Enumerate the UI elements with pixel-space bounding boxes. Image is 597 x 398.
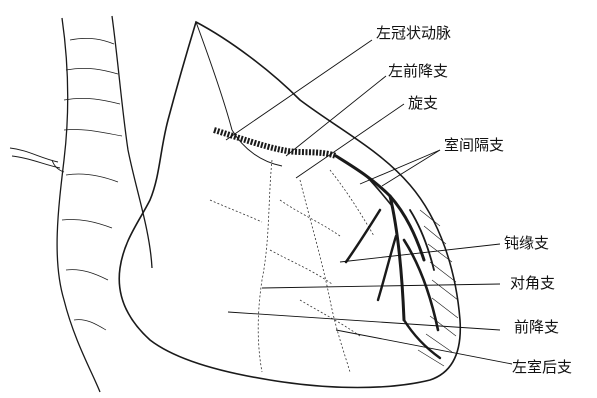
label-left-ventricular-posterior-branch: 左室后支 (512, 358, 572, 376)
label-left-coronary-artery: 左冠状动脉 (376, 24, 451, 42)
left-coronary-artery (214, 130, 336, 156)
aorta (57, 16, 152, 392)
label-septal-branch: 室间隔支 (444, 136, 504, 154)
nerve-strand (10, 148, 64, 172)
label-diagonal-branch: 对角支 (510, 274, 555, 292)
surface-vessels (210, 160, 374, 372)
leader-lines (226, 40, 512, 364)
label-obtuse-marginal-branch: 钝缘支 (504, 234, 549, 252)
label-circumflex-branch: 旋支 (408, 94, 438, 112)
shading-hatch (418, 210, 458, 366)
label-anterior-descending-branch-top: 左前降支 (388, 62, 448, 80)
label-anterior-descending-branch: 前降支 (514, 318, 559, 336)
